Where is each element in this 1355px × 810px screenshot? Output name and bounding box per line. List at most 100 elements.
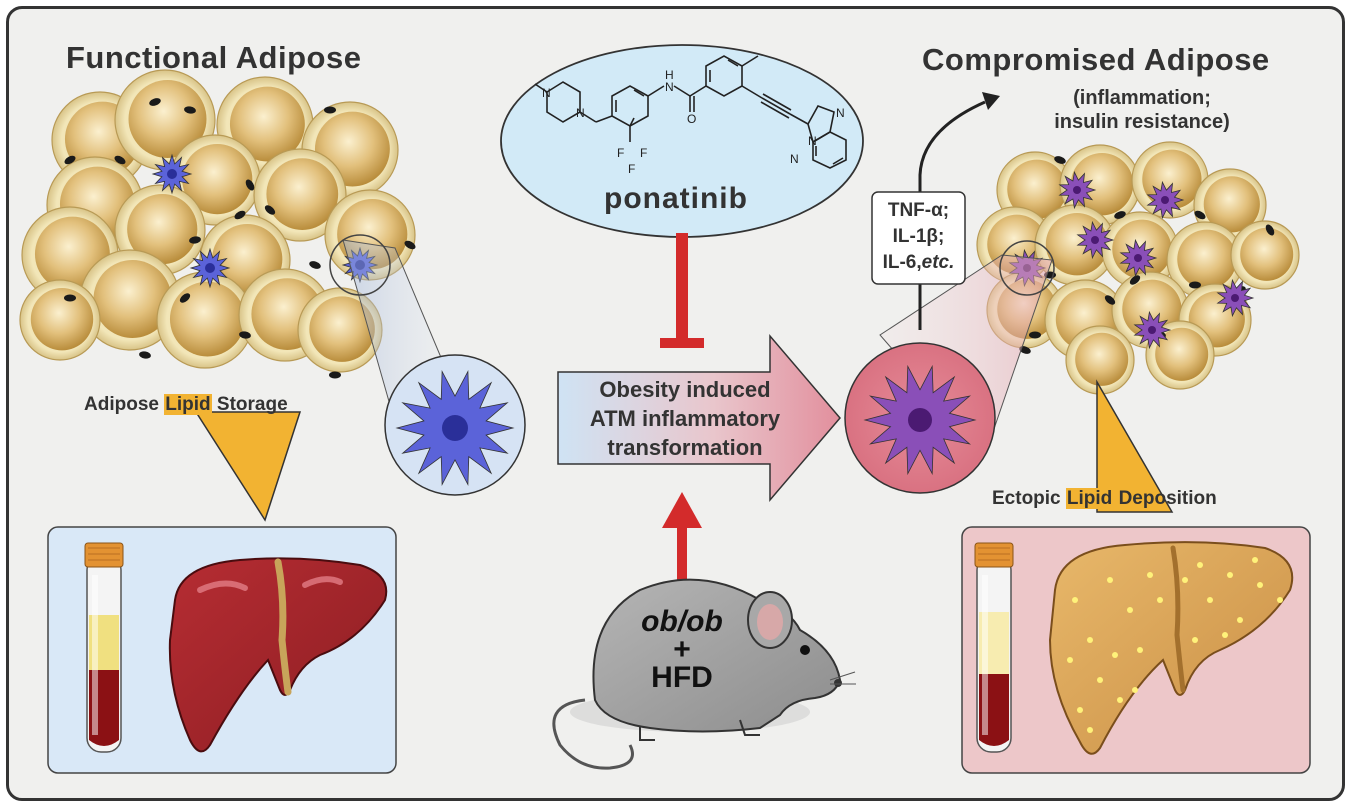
lipid-droplet: [1132, 687, 1138, 693]
adipocyte-nucleus: [1104, 295, 1116, 305]
adipocyte-nucleus: [1114, 211, 1126, 219]
adipocyte: [114, 69, 216, 171]
deposition-label-lipid: Lipid: [1065, 488, 1114, 509]
atom-f-3: F: [628, 162, 636, 176]
lipid-droplet: [1277, 597, 1283, 603]
atom-f-1: F: [617, 146, 625, 160]
macrophage: [1216, 278, 1255, 318]
cytokine-etc: etc.: [921, 252, 955, 273]
deposition-label-suffix: Deposition: [1113, 488, 1217, 509]
cytokine-tnf: TNF-α;: [887, 200, 950, 221]
adipocyte-nucleus: [1054, 156, 1066, 164]
healthy-liver: [168, 557, 388, 753]
hfd-arrow-stem: [677, 524, 687, 582]
hfd-arrowhead: [662, 492, 702, 528]
adipocyte: [297, 287, 383, 373]
adipocyte-nucleus: [1194, 210, 1206, 220]
storage-label-lipid: Lipid: [164, 394, 212, 415]
adipocyte-nucleus: [1265, 224, 1275, 236]
adipocyte-nucleus: [239, 331, 251, 339]
atom-n-pyridazine: N: [790, 152, 799, 166]
adipocyte-nucleus: [264, 205, 276, 215]
adipocyte-nucleus: [1029, 331, 1041, 339]
lipid-droplet: [1147, 572, 1153, 578]
compromised-adipose-tissue: [976, 141, 1300, 395]
adipose-lipid-storage-label: Adipose Lipid Storage: [84, 394, 288, 416]
lipid-droplet: [1127, 607, 1133, 613]
functional-adipose-tissue: [19, 69, 416, 379]
macrophage: [189, 247, 231, 289]
lipid-droplet: [1157, 597, 1163, 603]
zoomed-macrophage-m2: [395, 369, 515, 487]
lipid-droplet: [1112, 652, 1118, 658]
macrophage: [151, 153, 193, 195]
macrophage: [1076, 220, 1115, 260]
lipid-droplet: [1257, 582, 1263, 588]
adipocyte-nucleus: [234, 210, 246, 220]
lipid-droplets: [1067, 557, 1283, 733]
adipocyte-nucleus: [114, 155, 126, 165]
ponatinib-structure: [534, 55, 847, 169]
adipocyte-nucleus: [139, 351, 151, 359]
outcome-line-1: (inflammation;: [1073, 87, 1211, 109]
functional-adipose-title: Functional Adipose: [66, 40, 362, 75]
cytokine-box: [871, 191, 966, 285]
blood-tube-normal: [84, 542, 124, 753]
lipid-storage-triangle: [194, 411, 302, 522]
transformation-line-2: ATM inflammatory: [589, 406, 781, 431]
adipocyte-nucleus: [64, 155, 76, 165]
adipocyte-nucleus: [324, 106, 336, 114]
mouse-genotype: ob/ob: [641, 605, 723, 638]
atom-n-bridge: N: [808, 134, 817, 148]
lipid-droplet: [1107, 577, 1113, 583]
adipocyte: [79, 249, 181, 351]
adipocyte: [19, 279, 101, 361]
ponatinib-label: ponatinib: [604, 182, 748, 215]
lipid-droplet: [1072, 597, 1078, 603]
outcome-label: (inflammation; insulin resistance): [1022, 86, 1262, 134]
macrophage: [1058, 170, 1097, 210]
outcome-line-2: insulin resistance): [1054, 111, 1230, 133]
lipid-droplet: [1182, 577, 1188, 583]
atom-n-piperazine-1: N: [542, 86, 551, 100]
lipid-droplet: [1227, 572, 1233, 578]
atom-n-amide: N: [665, 80, 674, 94]
macrophage: [1133, 310, 1172, 350]
deposition-label-prefix: Ectopic: [992, 488, 1066, 509]
transformation-line-3: transformation: [607, 435, 763, 460]
adipocyte: [1230, 220, 1300, 290]
atom-h-amide: H: [665, 68, 674, 82]
fatty-liver: [1048, 541, 1294, 755]
zoomed-macrophage-m1: [863, 364, 977, 476]
lipid-droplet: [1087, 637, 1093, 643]
lipid-droplet: [1087, 727, 1093, 733]
adipocyte: [1166, 221, 1244, 299]
lipid-droplet: [1197, 562, 1203, 568]
mouse-plus: +: [673, 633, 691, 666]
lipid-droplet: [1252, 557, 1258, 563]
macrophage: [395, 369, 515, 487]
macrophage: [1146, 180, 1185, 220]
ectopic-lipid-deposition-label: Ectopic Lipid Deposition: [992, 488, 1217, 510]
lipid-droplet: [1137, 647, 1143, 653]
mouse-model-label: ob/ob + HFD: [620, 605, 744, 693]
storage-label-prefix: Adipose: [84, 394, 165, 415]
lipid-droplet: [1207, 597, 1213, 603]
cytokine-arrowhead: [982, 92, 1000, 110]
adipocyte-nucleus: [184, 106, 196, 114]
transformation-label: Obesity induced ATM inflammatory transfo…: [560, 375, 810, 462]
atom-f-2: F: [640, 146, 648, 160]
ponatinib-inhibition-stem: [676, 233, 688, 343]
blood-tube-lipemic: [974, 542, 1014, 753]
storage-label-suffix: Storage: [211, 394, 288, 415]
adipocyte-nucleus: [189, 236, 201, 244]
adipocyte: [253, 148, 347, 242]
cytokine-il6-text: IL-6,: [882, 252, 922, 273]
adipocyte-nucleus: [149, 98, 161, 106]
cytokine-list: TNF-α; IL-1β; IL-6,etc.: [872, 198, 965, 276]
transformation-arrow: [557, 333, 841, 503]
macrophage: [863, 364, 977, 476]
lipid-droplet: [1067, 657, 1073, 663]
lipid-deposition-triangle: [1096, 379, 1174, 513]
